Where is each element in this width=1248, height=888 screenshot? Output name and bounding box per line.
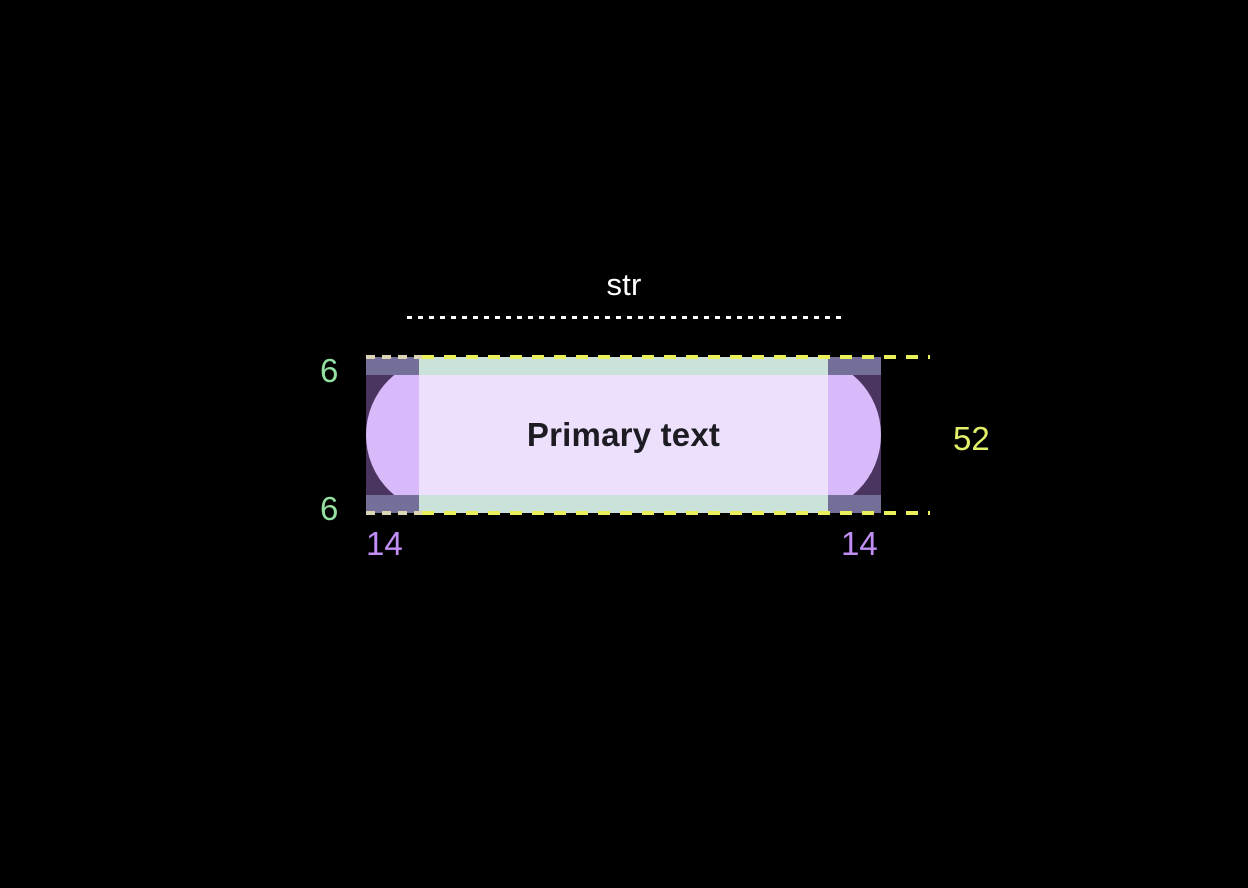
- component-type-label: str: [606, 267, 642, 302]
- height-value: 52: [953, 420, 990, 457]
- top-guide-line-left: [366, 355, 422, 359]
- content-box: Primary text: [419, 375, 828, 495]
- button-label: Primary text: [526, 416, 721, 453]
- measured-component[interactable]: Primary text: [366, 357, 881, 513]
- corner-overlay-top-left: [366, 357, 419, 375]
- padding-right-value: 14: [841, 525, 878, 562]
- corner-overlay-bottom-right: [828, 495, 881, 513]
- component-type-guide-line: [407, 316, 841, 319]
- bottom-guide-line-right: [422, 511, 930, 515]
- button-pill-shape[interactable]: Primary text: [366, 357, 881, 513]
- corner-overlay-bottom-left: [366, 495, 419, 513]
- padding-left-value: 14: [366, 525, 403, 562]
- bottom-guide-line-left: [366, 511, 422, 515]
- top-guide-line-right: [422, 355, 930, 359]
- corner-overlay-top-right: [828, 357, 881, 375]
- padding-top-value: 6: [320, 352, 339, 389]
- padding-bottom-value: 6: [320, 490, 339, 527]
